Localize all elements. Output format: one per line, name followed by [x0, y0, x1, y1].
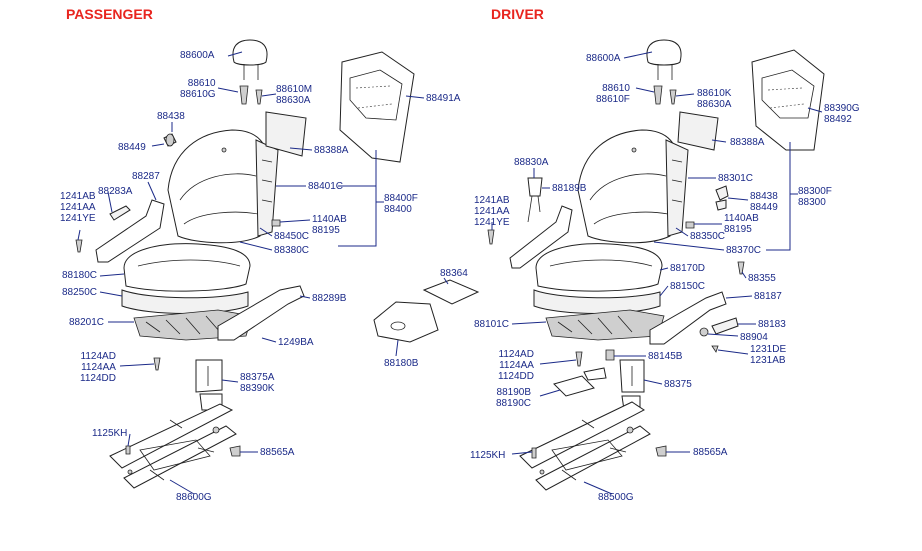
driver-lumbar-panel [677, 111, 719, 151]
passenger-headrest [232, 39, 268, 80]
label-88904: 88904 [740, 332, 768, 343]
label-88610K-88630A: 88610K 88630A [697, 88, 732, 110]
passenger-outer-trim [217, 285, 305, 341]
label-88301C: 88301C [718, 173, 754, 184]
passenger-lumbar-panel [265, 111, 307, 157]
label-88380C: 88380C [274, 245, 310, 256]
label-88600A-passenger: 88600A [180, 50, 215, 61]
label-88189B: 88189B [552, 183, 587, 194]
label-88375: 88375 [664, 379, 692, 390]
label-88300F-88300: 88300F 88300 [798, 186, 832, 208]
passenger-small-parts [153, 357, 223, 411]
passenger-seat-back-cover-panel [339, 51, 415, 163]
label-88375A-88390K: 88375A 88390K [240, 372, 275, 394]
driver-leader-lines [491, 51, 823, 495]
label-88150C: 88150C [670, 281, 706, 292]
label-88450C: 88450C [274, 231, 310, 242]
label-88610-88610F: 88610 88610F [596, 83, 630, 105]
driver-seat-rails [519, 401, 651, 491]
label-88388A-passenger: 88388A [314, 145, 349, 156]
label-1140AB-88195-driver: 1140AB 88195 [724, 213, 759, 235]
label-88610-88610G: 88610 88610G [180, 78, 216, 100]
label-88600A-driver: 88600A [586, 53, 621, 64]
passenger-seat-back [167, 129, 279, 244]
label-88355: 88355 [748, 273, 776, 284]
label-88500G: 88500G [598, 492, 634, 503]
label-88600G: 88600G [176, 492, 212, 503]
label-88187: 88187 [754, 291, 782, 302]
driver-fasteners [487, 85, 745, 459]
label-88190B-88190C: 88190B 88190C [496, 387, 532, 409]
label-88370C: 88370C [726, 245, 762, 256]
label-88287: 88287 [132, 171, 160, 182]
label-88388A-driver: 88388A [730, 137, 765, 148]
label-1249BA: 1249BA [278, 337, 314, 348]
label-88101C: 88101C [474, 319, 510, 330]
passenger-heading: PASSENGER [66, 6, 153, 22]
label-88350C: 88350C [690, 231, 726, 242]
driver-heading: DRIVER [491, 6, 544, 22]
label-88170D: 88170D [670, 263, 706, 274]
label-88283A: 88283A [98, 186, 133, 197]
passenger-seat-cushion [121, 243, 251, 314]
label-1124AD-1124AA-1124DD-driver: 1124AD 1124AA 1124DD [498, 349, 534, 382]
label-88289B: 88289B [312, 293, 347, 304]
driver-seatbelt-buckle [527, 177, 543, 223]
label-88565A-driver: 88565A [693, 447, 728, 458]
label-1124AD-1124AA-1124DD-passenger: 1124AD 1124AA 1124DD [80, 351, 116, 384]
passenger-mat-pieces [373, 279, 480, 343]
label-1241AB-1241AA-1241YE-passenger: 1241AB 1241AA 1241YE [60, 191, 96, 224]
driver-seat-back [577, 129, 689, 244]
passenger-leader-lines [77, 51, 449, 495]
driver-seat-back-cover-panel [751, 49, 825, 151]
label-88390G-88492: 88390G 88492 [824, 103, 860, 125]
label-88491A: 88491A [426, 93, 461, 104]
driver-outer-trim [649, 291, 739, 345]
passenger-seat-rails [109, 403, 237, 489]
label-1125KH-passenger: 1125KH [92, 428, 128, 439]
label-1140AB-88195-passenger: 1140AB 88195 [312, 214, 347, 236]
label-88610M-88630A: 88610M 88630A [276, 84, 313, 106]
driver-seat-cushion [533, 243, 663, 314]
label-88250C: 88250C [62, 287, 98, 298]
label-88145B: 88145B [648, 351, 683, 362]
label-88401C: 88401C [308, 181, 344, 192]
driver-seat-frame [545, 309, 665, 341]
label-88183: 88183 [758, 319, 786, 330]
label-88364: 88364 [440, 268, 468, 279]
driver-headrest [646, 39, 682, 80]
label-1231DE-1231AB: 1231DE 1231AB [750, 344, 787, 366]
label-88180B: 88180B [384, 358, 419, 369]
label-88438-88449-driver: 88438 88449 [750, 191, 778, 213]
passenger-side-trim [95, 133, 177, 263]
label-88400F-88400: 88400F 88400 [384, 193, 418, 215]
label-88565A-passenger: 88565A [260, 447, 295, 458]
label-88201C: 88201C [69, 317, 105, 328]
passenger-fasteners [75, 85, 281, 457]
label-88449-passenger: 88449 [118, 142, 146, 153]
label-88180C: 88180C [62, 270, 98, 281]
label-88830A: 88830A [514, 157, 549, 168]
label-1241AB-1241AA-1241YE-driver: 1241AB 1241AA 1241YE [474, 195, 510, 228]
label-88438-passenger: 88438 [157, 111, 185, 122]
label-1125KH-driver: 1125KH [470, 450, 506, 461]
driver-side-trim [509, 205, 573, 269]
driver-small-parts [553, 349, 645, 411]
